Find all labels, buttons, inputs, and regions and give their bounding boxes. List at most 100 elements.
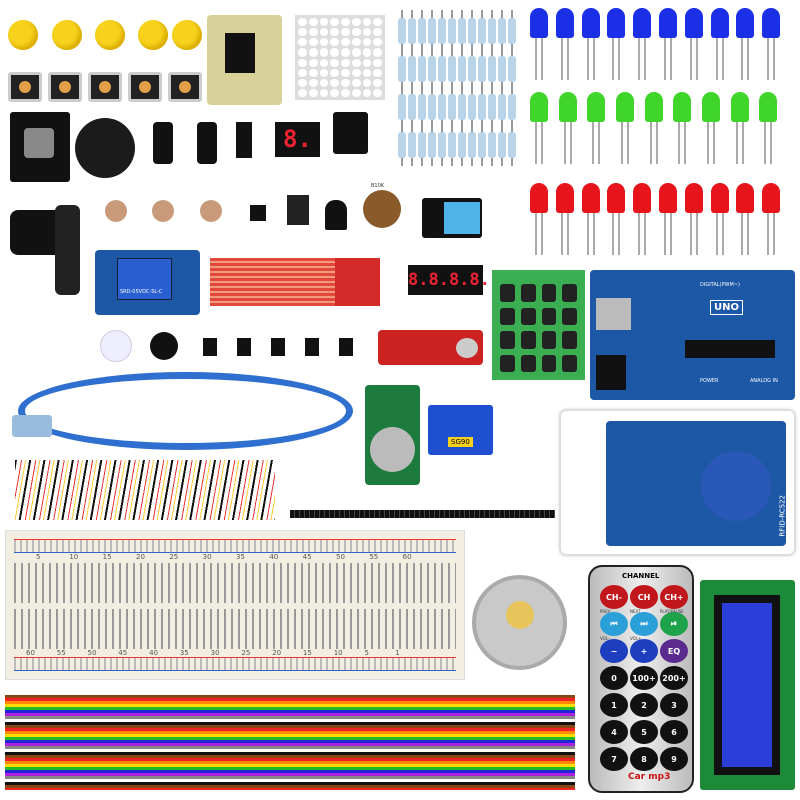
led-dot-matrix: [295, 15, 385, 100]
matrix-dot: [298, 48, 307, 57]
remote-button[interactable]: 0: [600, 666, 628, 690]
led-red: [710, 183, 729, 255]
led-bulb: [558, 92, 577, 122]
breadboard-column-number: 5: [364, 649, 369, 657]
led-bulb: [710, 8, 729, 38]
led-bulb: [633, 8, 652, 38]
breadboard-column-number: 25: [169, 553, 179, 561]
usb-port: [596, 298, 631, 330]
led-leg: [638, 38, 641, 80]
capacitor: [153, 122, 173, 164]
matrix-dot: [330, 38, 339, 47]
keypad-button: [562, 307, 577, 325]
resistor: [478, 124, 486, 166]
remote-small-label: VOL-: [600, 636, 610, 641]
resistor: [438, 10, 446, 52]
led-bulb: [762, 183, 781, 213]
remote-button[interactable]: ⏭: [630, 612, 658, 636]
jumper-cap: [305, 338, 319, 356]
remote-button[interactable]: 5: [630, 720, 658, 744]
led-bulb: [702, 92, 720, 122]
remote-button[interactable]: 2: [630, 693, 658, 717]
led-red: [633, 183, 652, 255]
led-green: [530, 92, 548, 164]
matrix-dot: [362, 88, 372, 97]
keypad-button: [520, 307, 536, 325]
remote-button[interactable]: 8: [630, 747, 658, 771]
matrix-dot: [341, 78, 350, 87]
matrix-dot: [308, 58, 318, 67]
remote-button[interactable]: 9: [660, 747, 688, 771]
resistor: [398, 124, 406, 166]
matrix-dot: [351, 88, 361, 97]
tactile-button: [88, 72, 122, 102]
led-red: [581, 183, 600, 255]
jumper-cap: [271, 338, 285, 356]
ic-chip: [236, 122, 252, 158]
breadboard-column-number: 35: [236, 553, 245, 561]
led-leg: [707, 122, 709, 164]
matrix-dot: [373, 78, 382, 87]
led-leg: [741, 122, 744, 164]
remote-button[interactable]: 3: [660, 693, 688, 717]
remote-small-label: PLAY/PAUSE: [660, 609, 684, 614]
remote-button[interactable]: +: [630, 639, 658, 663]
led-leg: [773, 213, 776, 255]
matrix-dot: [362, 68, 372, 77]
matrix-dot: [351, 68, 361, 77]
led-leg: [721, 38, 724, 80]
remote-button[interactable]: 1: [600, 693, 628, 717]
led-leg: [644, 38, 647, 80]
resistor: [468, 48, 476, 90]
matrix-dot: [319, 58, 329, 67]
breadboard-column-number: 35: [179, 649, 189, 657]
remote-button[interactable]: −: [600, 639, 628, 663]
resistor: [418, 48, 426, 90]
keypad-button: [562, 354, 577, 372]
breadboard-column-number: 10: [69, 553, 79, 561]
led-bulb: [684, 8, 703, 38]
led-leg: [644, 213, 647, 255]
led-leg: [695, 213, 698, 255]
matrix-dot: [341, 68, 350, 77]
led-leg: [535, 213, 537, 255]
matrix-dot: [362, 78, 372, 87]
water-level-sensor: [210, 258, 350, 306]
remote-button[interactable]: 6: [660, 720, 688, 744]
resistor: [448, 10, 456, 52]
remote-button[interactable]: CH: [630, 585, 658, 609]
resistor: [428, 86, 436, 128]
yellow-cap: [95, 20, 125, 50]
transistor: [250, 205, 266, 221]
led-bulb: [530, 183, 548, 213]
servo-motor: SG90: [428, 405, 493, 455]
matrix-dot: [341, 88, 350, 97]
matrix-dot: [298, 38, 307, 47]
matrix-dot: [373, 88, 382, 97]
remote-button[interactable]: 200+: [660, 666, 688, 690]
remote-button[interactable]: ⏯: [660, 612, 688, 636]
led-leg: [747, 213, 750, 255]
breadboard-column-number: 50: [336, 553, 345, 561]
remote-button[interactable]: 7: [600, 747, 628, 771]
remote-button[interactable]: ⏮: [600, 612, 628, 636]
led-leg: [747, 38, 750, 80]
remote-button[interactable]: CH+: [660, 585, 688, 609]
yellow-cap: [172, 20, 202, 50]
resistor: [458, 10, 466, 52]
breadboard-column-number: 40: [269, 553, 279, 561]
remote-button[interactable]: EQ: [660, 639, 688, 663]
matrix-dot: [373, 48, 382, 57]
led-leg: [767, 38, 770, 80]
matrix-dot: [308, 38, 318, 47]
remote-button[interactable]: CH-: [600, 585, 628, 609]
remote-button[interactable]: 100+: [630, 666, 658, 690]
led-red: [659, 183, 677, 255]
remote-button[interactable]: 4: [600, 720, 628, 744]
resistor: [408, 124, 416, 166]
resistor: [468, 86, 476, 128]
keypad-button: [562, 331, 577, 349]
matrix-dot: [351, 38, 361, 47]
led-leg: [670, 38, 672, 80]
led-leg: [649, 122, 652, 164]
